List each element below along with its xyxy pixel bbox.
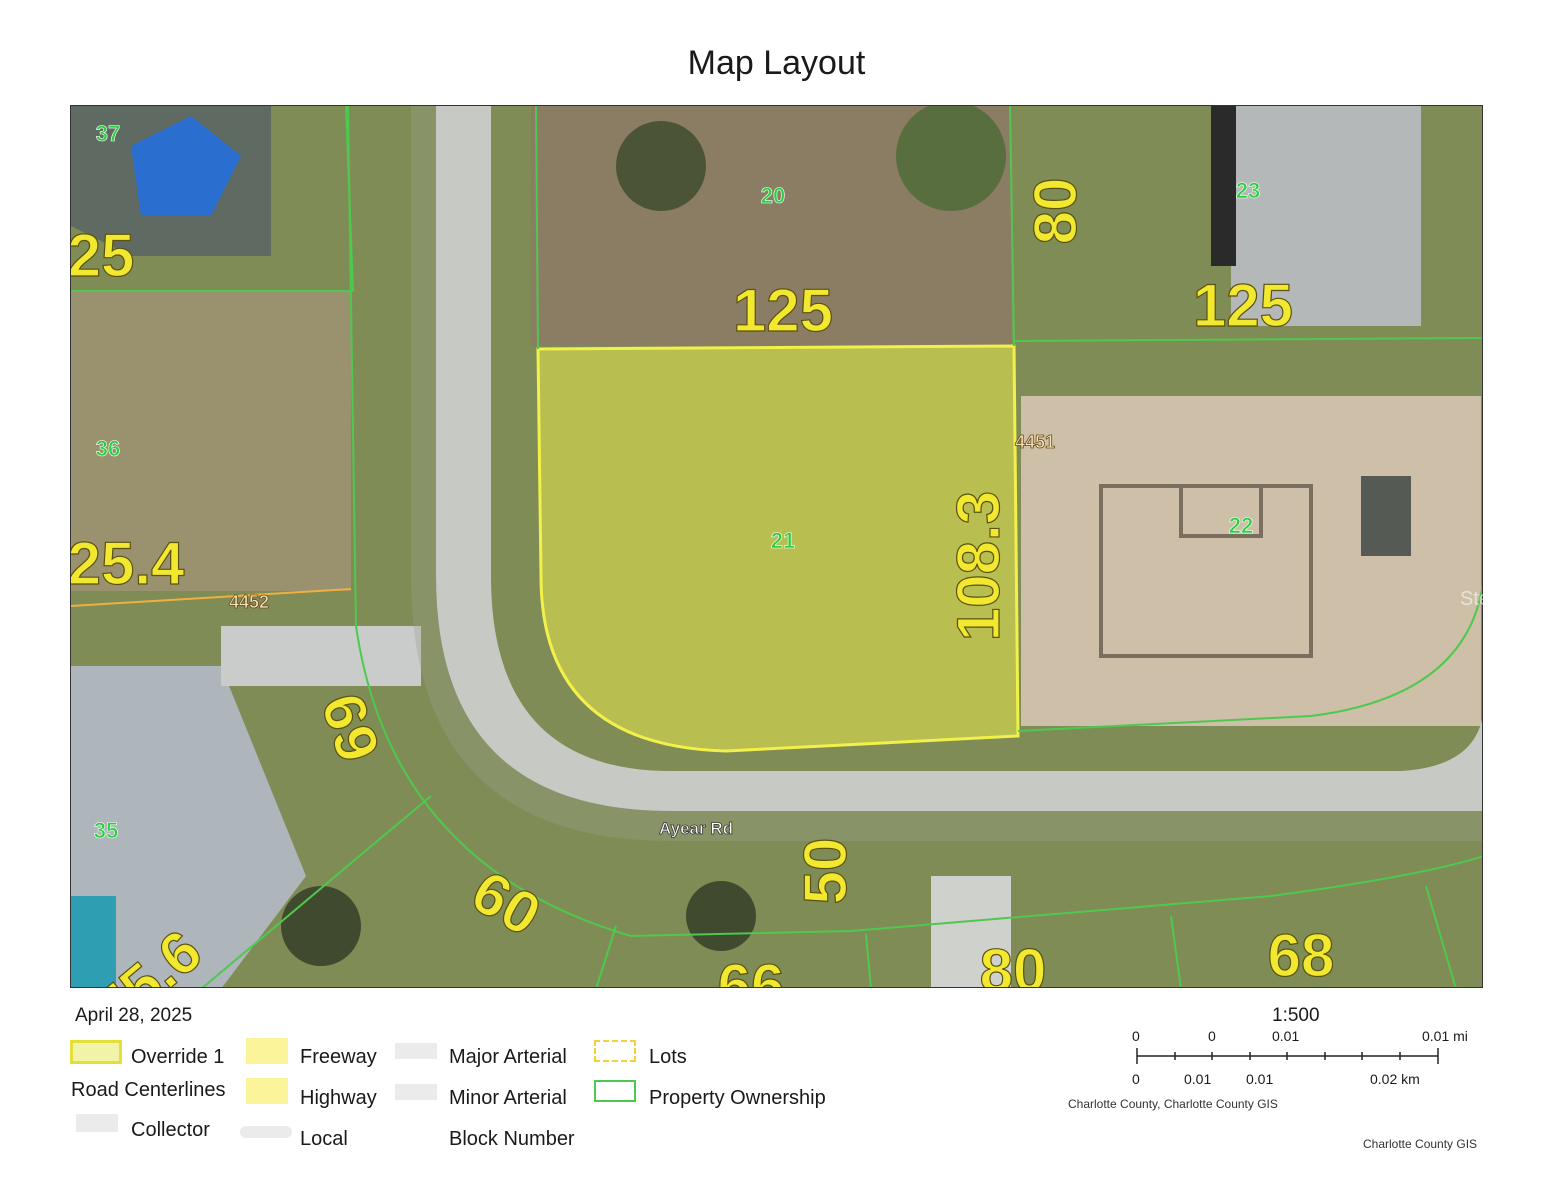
parcel-number-37[interactable]: 37 bbox=[95, 121, 120, 147]
parcel-number-20[interactable]: 20 bbox=[760, 183, 785, 209]
address-label-4451[interactable]: 4451 bbox=[1015, 432, 1056, 453]
minor-arterial-swatch bbox=[395, 1084, 437, 1100]
map-view[interactable]: 37 36 35 20 21 22 23 25 125 125 80 108.3… bbox=[70, 105, 1483, 988]
legend-road-centerlines: Road Centerlines bbox=[71, 1079, 226, 1101]
legend-local: Local bbox=[300, 1128, 348, 1150]
pallets bbox=[1361, 476, 1411, 556]
driveway-south bbox=[931, 876, 1011, 987]
address-label-4452[interactable]: 4452 bbox=[229, 592, 270, 613]
legend-property-ownership: Property Ownership bbox=[649, 1087, 826, 1109]
pool bbox=[71, 896, 116, 987]
legend-collector: Collector bbox=[131, 1119, 210, 1141]
vacant-lot-west bbox=[71, 291, 351, 591]
km-label-0: 0 bbox=[1132, 1071, 1140, 1087]
legend-freeway: Freeway bbox=[300, 1046, 377, 1068]
km-label-1: 0.01 bbox=[1184, 1071, 1212, 1087]
house-sw bbox=[71, 666, 306, 987]
freeway-swatch bbox=[246, 1038, 288, 1064]
dimension-label-108-3: 108.3 bbox=[945, 491, 1012, 641]
footer-credit: Charlotte County GIS bbox=[1363, 1137, 1478, 1151]
tree bbox=[281, 886, 361, 966]
parcel-number-36[interactable]: 36 bbox=[95, 436, 120, 462]
scale-bar-ticks bbox=[1136, 1048, 1439, 1064]
legend-lots: Lots bbox=[649, 1046, 687, 1068]
legend-minor-arterial: Minor Arterial bbox=[449, 1087, 567, 1109]
map-date: April 28, 2025 bbox=[75, 1005, 193, 1026]
road-label-ayear-rd[interactable]: Ayear Rd bbox=[659, 819, 734, 839]
dimension-label-25-nw: 25 bbox=[71, 222, 134, 289]
dimension-label-80-top: 80 bbox=[1022, 178, 1089, 245]
legend-block-number: Block Number bbox=[449, 1128, 575, 1150]
dimension-label-66: 66 bbox=[718, 952, 785, 988]
scale-credit: Charlotte County, Charlotte County GIS bbox=[1068, 1097, 1278, 1111]
house-ne bbox=[1231, 106, 1421, 326]
major-arterial-swatch bbox=[395, 1043, 437, 1059]
highlighted-parcel-21[interactable] bbox=[536, 344, 1020, 753]
foundation-room bbox=[1179, 484, 1263, 538]
parcel-number-22[interactable]: 22 bbox=[1228, 513, 1253, 539]
tree bbox=[686, 881, 756, 951]
legend-highway: Highway bbox=[300, 1087, 377, 1109]
local-swatch bbox=[240, 1126, 292, 1138]
override-swatch bbox=[70, 1040, 122, 1064]
tree bbox=[896, 106, 1006, 211]
aerial-map: 37 36 35 20 21 22 23 25 125 125 80 108.3… bbox=[71, 106, 1482, 988]
road-surface bbox=[436, 106, 1482, 811]
dimension-label-68: 68 bbox=[1268, 922, 1335, 988]
blue-tarp-roof bbox=[131, 116, 241, 216]
parcel-number-21[interactable]: 21 bbox=[770, 528, 795, 554]
km-label-3: 0.02 km bbox=[1370, 1071, 1420, 1087]
lots-swatch bbox=[594, 1040, 636, 1062]
mi-label-1: 0 bbox=[1208, 1028, 1216, 1044]
dimension-label-80-bottom: 80 bbox=[980, 937, 1047, 988]
driveway-west bbox=[221, 626, 421, 686]
legend-major-arterial: Major Arterial bbox=[449, 1046, 567, 1068]
scale-ratio: 1:500 bbox=[1272, 1005, 1320, 1026]
mi-label-3: 0.01 mi bbox=[1422, 1028, 1468, 1044]
construction-site bbox=[1021, 396, 1481, 726]
tree bbox=[616, 121, 706, 211]
collector-swatch bbox=[76, 1114, 118, 1132]
property-ownership-swatch bbox=[594, 1080, 636, 1102]
map-title: Map Layout bbox=[687, 44, 866, 82]
driveway-shadow-ne bbox=[1211, 106, 1236, 266]
highway-swatch bbox=[246, 1078, 288, 1104]
km-label-2: 0.01 bbox=[1246, 1071, 1274, 1087]
mi-label-2: 0.01 bbox=[1272, 1028, 1300, 1044]
parcel-number-35[interactable]: 35 bbox=[93, 818, 118, 844]
mi-label-0: 0 bbox=[1132, 1028, 1140, 1044]
dimension-label-25-4: 25.4 bbox=[71, 530, 185, 597]
address-line-4452 bbox=[71, 588, 352, 607]
parcel-number-23[interactable]: 23 bbox=[1235, 178, 1260, 204]
legend-override: Override 1 bbox=[131, 1046, 225, 1068]
parcel-lines bbox=[71, 106, 1482, 987]
dimension-label-125-ne: 125 bbox=[1193, 272, 1293, 339]
dimension-label-125-top: 125 bbox=[733, 277, 833, 344]
watermark: StellarMLS bbox=[1460, 588, 1553, 610]
dimension-label-50: 50 bbox=[792, 838, 859, 905]
